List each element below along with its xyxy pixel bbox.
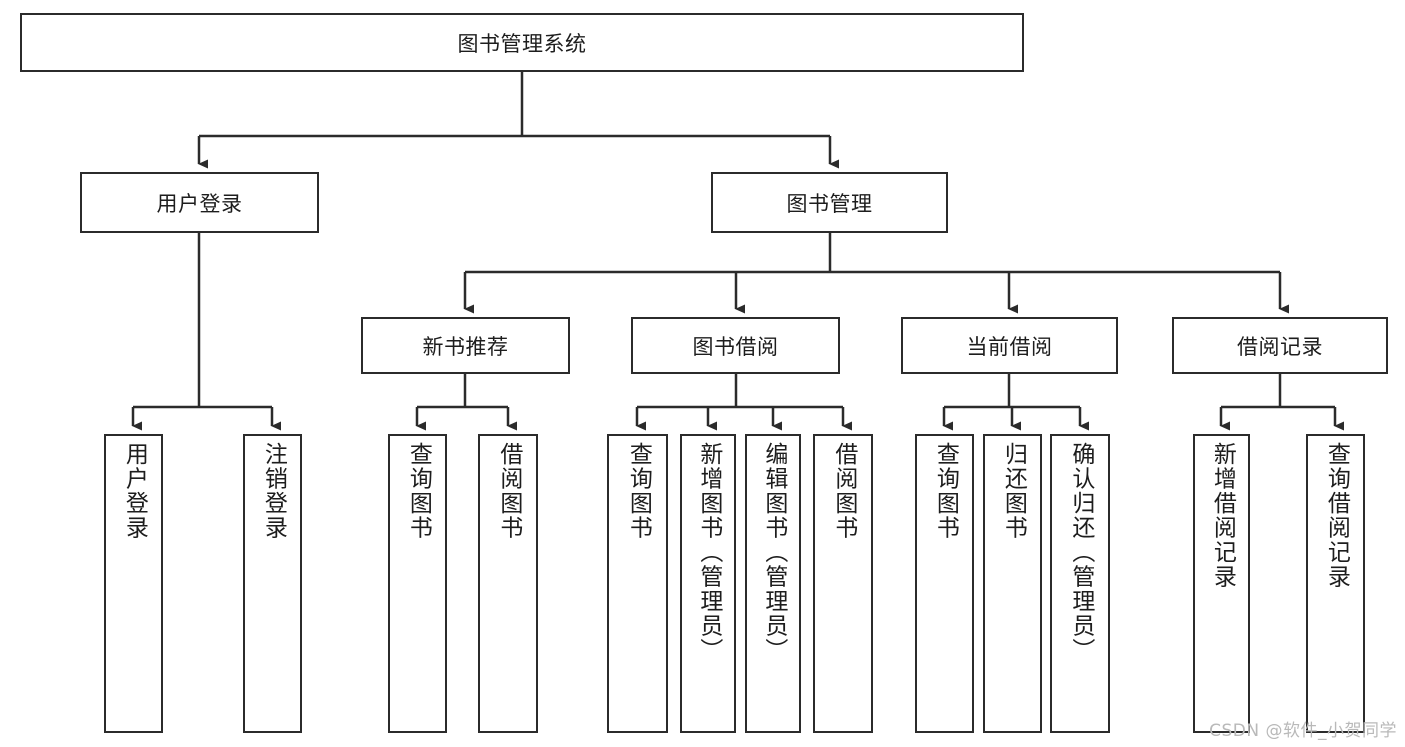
leaf-query-borrow-record[interactable]: 查询借阅记录 xyxy=(1306,434,1365,733)
node-root[interactable]: 图书管理系统 xyxy=(20,13,1024,72)
leaf-query-book-borrow[interactable]: 查询图书 xyxy=(607,434,668,733)
leaf-return-book[interactable]: 归还图书 xyxy=(983,434,1042,733)
watermark: CSDN @软件_小贺同学 xyxy=(1209,721,1397,741)
leaf-user-login[interactable]: 用户登录 xyxy=(104,434,163,733)
leaf-query-book-borrow-label: 查询图书 xyxy=(625,442,652,540)
node-borrow-records[interactable]: 借阅记录 xyxy=(1172,317,1388,374)
leaf-borrow-book-recommend[interactable]: 借阅图书 xyxy=(478,434,538,733)
node-new-book-recommend-label: 新书推荐 xyxy=(422,334,509,359)
leaf-query-book-current-label: 查询图书 xyxy=(932,442,959,540)
leaf-borrow-book-recommend-label: 借阅图书 xyxy=(495,442,522,540)
leaf-borrow-book[interactable]: 借阅图书 xyxy=(813,434,873,733)
leaf-user-logout[interactable]: 注销登录 xyxy=(243,434,302,733)
leaf-edit-book-admin-label: 编辑图书（管理员） xyxy=(760,442,787,663)
node-new-book-recommend[interactable]: 新书推荐 xyxy=(361,317,570,374)
node-book-management[interactable]: 图书管理 xyxy=(711,172,948,233)
node-root-label: 图书管理系统 xyxy=(457,31,587,56)
node-current-borrow[interactable]: 当前借阅 xyxy=(901,317,1118,374)
leaf-add-borrow-record-label: 新增借阅记录 xyxy=(1209,442,1236,589)
leaf-query-borrow-record-label: 查询借阅记录 xyxy=(1323,442,1350,589)
node-borrow-records-label: 借阅记录 xyxy=(1237,334,1323,359)
leaf-user-logout-label: 注销登录 xyxy=(260,442,287,540)
leaf-borrow-book-label: 借阅图书 xyxy=(830,442,857,540)
leaf-add-borrow-record[interactable]: 新增借阅记录 xyxy=(1193,434,1250,733)
node-book-management-label: 图书管理 xyxy=(786,191,873,216)
node-current-borrow-label: 当前借阅 xyxy=(966,334,1053,359)
leaf-query-book-current[interactable]: 查询图书 xyxy=(915,434,974,733)
leaf-add-book-admin-label: 新增图书（管理员） xyxy=(695,442,722,663)
leaf-return-book-label: 归还图书 xyxy=(1000,442,1027,540)
leaf-add-book-admin[interactable]: 新增图书（管理员） xyxy=(680,434,736,733)
leaf-query-book-recommend[interactable]: 查询图书 xyxy=(388,434,447,733)
leaf-user-login-label: 用户登录 xyxy=(121,442,148,540)
node-user-login-label: 用户登录 xyxy=(156,191,243,216)
leaf-confirm-return-admin-label: 确认归还（管理员） xyxy=(1067,442,1094,663)
node-user-login[interactable]: 用户登录 xyxy=(80,172,319,233)
node-book-borrow[interactable]: 图书借阅 xyxy=(631,317,840,374)
leaf-edit-book-admin[interactable]: 编辑图书（管理员） xyxy=(745,434,801,733)
node-book-borrow-label: 图书借阅 xyxy=(692,334,779,359)
leaf-query-book-recommend-label: 查询图书 xyxy=(405,442,432,540)
leaf-confirm-return-admin[interactable]: 确认归还（管理员） xyxy=(1050,434,1110,733)
